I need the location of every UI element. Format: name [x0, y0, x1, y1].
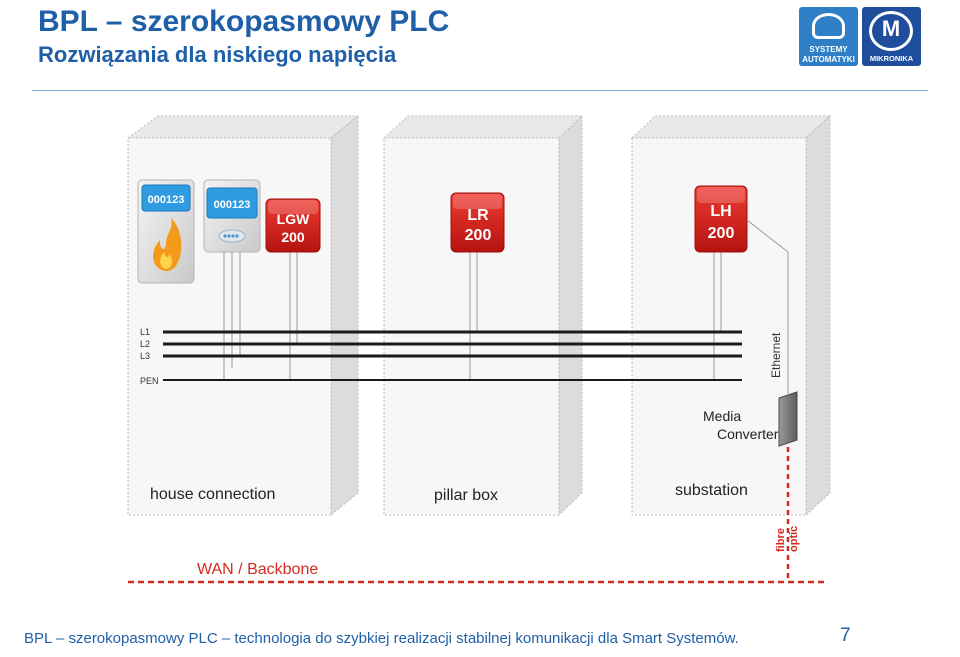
lgw-200-label-2: 200	[281, 229, 305, 245]
lh-200-device: LH 200	[694, 185, 748, 380]
media-converter	[778, 391, 798, 447]
gas-meter: 000123	[137, 179, 195, 284]
fibre-label-1: fibre	[775, 528, 787, 552]
page-number: 7	[840, 625, 851, 646]
substation-box	[630, 114, 832, 517]
mikronika-logo-ring	[869, 11, 913, 51]
mikronika-logo-text: MIKRONIKA	[869, 54, 914, 63]
lgw-200-label-1: LGW	[277, 211, 310, 227]
lh-200-label-1: LH	[710, 203, 731, 220]
gas-meter-display: 000123	[148, 194, 185, 206]
header-divider	[32, 90, 928, 91]
lr-200-device: LR 200	[450, 192, 505, 380]
fibre-label-2: optic	[788, 526, 800, 552]
mikronika-logo: M MIKRONIKA	[862, 7, 921, 66]
systemy-logo-text-2: AUTOMATYKI	[802, 55, 855, 64]
meter-wires	[223, 252, 241, 380]
media-converter-label-1: Media	[703, 408, 741, 424]
line-label-l1: L1	[140, 327, 150, 337]
heat-meter: 000123	[203, 179, 261, 253]
page-subtitle: Rozwiązania dla niskiego napięcia	[38, 42, 397, 67]
ethernet-label: Ethernet	[769, 332, 783, 378]
pillar-box-box	[382, 114, 584, 517]
footer-text: BPL – szerokopasmowy PLC – technologia d…	[24, 630, 739, 647]
line-label-l2: L2	[140, 339, 150, 349]
pillar-box-label: pillar box	[434, 487, 498, 504]
lh-200-label-2: 200	[708, 225, 735, 242]
media-converter-label-2: Converter	[717, 426, 779, 442]
house-connection-box	[126, 114, 360, 517]
systemy-logo-icon	[812, 13, 845, 39]
systemy-logo-text-1: SYSTEMY	[809, 45, 848, 54]
mikronika-logo-icon: M	[881, 16, 901, 41]
wan-backbone-label: WAN / Backbone	[197, 561, 318, 578]
substation-label: substation	[675, 482, 748, 499]
lgw-200-device: LGW 200	[265, 198, 321, 380]
heat-meter-display: 000123	[214, 199, 251, 211]
line-label-l3: L3	[140, 351, 150, 361]
line-label-pen: PEN	[140, 376, 159, 386]
page-title: BPL – szerokopasmowy PLC	[38, 5, 450, 38]
lr-200-label-1: LR	[467, 207, 489, 224]
lr-200-label-2: 200	[465, 227, 492, 244]
systemy-automatyki-logo: SYSTEMY AUTOMATYKI	[799, 7, 858, 66]
flame-icon	[153, 218, 182, 271]
house-connection-label: house connection	[150, 486, 275, 503]
power-lines	[163, 330, 742, 381]
